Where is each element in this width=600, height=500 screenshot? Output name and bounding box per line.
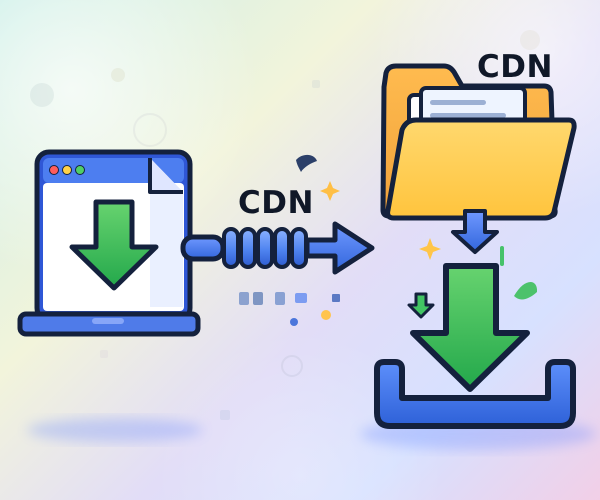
- transfer-arrow-icon: [304, 221, 375, 275]
- browser-dot-yellow-icon: [62, 165, 72, 175]
- link-cdn-label: CDN: [238, 185, 314, 221]
- document-line-1: [430, 100, 486, 105]
- laptop-trackpad: [92, 318, 124, 324]
- mini-doc-icon-1: [239, 292, 249, 305]
- document-side-panel: [150, 158, 183, 307]
- browser-dot-red-icon: [49, 165, 59, 175]
- decor-circle-1: [30, 83, 54, 107]
- decor-square-3: [312, 80, 320, 88]
- coil-ring-1: [222, 227, 240, 269]
- floating-mini-icons: [239, 154, 340, 326]
- small-green-arrow-icon: [407, 292, 435, 319]
- leaf-icon: [514, 281, 538, 300]
- left-laptop-group: [17, 149, 201, 337]
- document-fold-icon: [148, 158, 183, 194]
- mini-doc-icon-2: [253, 292, 263, 305]
- coil-ring-5: [290, 227, 308, 269]
- mini-gold-dot-icon: [321, 310, 331, 320]
- green-dash-icon: [500, 246, 504, 266]
- mini-square-icon: [332, 294, 340, 302]
- left-download-arrow-icon: [69, 199, 159, 291]
- mini-image-icon: [295, 293, 307, 303]
- download-tray-icon: [374, 359, 576, 429]
- decor-square-2: [100, 350, 108, 358]
- document-line-2: [430, 113, 506, 118]
- folder-cdn-label: CDN: [477, 49, 553, 85]
- sparkle-icon: [419, 238, 441, 260]
- small-blue-down-arrow-icon: [451, 209, 499, 254]
- coil-ring-3: [256, 227, 274, 269]
- folder-front-icon: [385, 117, 577, 221]
- decor-ring-2: [281, 355, 303, 377]
- decor-square-1: [220, 410, 230, 420]
- background-decor: [30, 30, 540, 420]
- left-shadow: [27, 418, 203, 442]
- big-download-arrow-icon: [410, 263, 530, 392]
- coil-ring-4: [273, 227, 291, 269]
- mini-dot-icon: [290, 318, 298, 326]
- decor-ring-1: [133, 113, 167, 147]
- connector-pipe: [180, 234, 226, 262]
- transfer-connector-group: [180, 221, 375, 275]
- decor-circle-2: [111, 68, 125, 82]
- mini-doc-icon-3: [275, 292, 285, 305]
- browser-dot-green-icon: [75, 165, 85, 175]
- mini-swirl-icon: [296, 154, 317, 172]
- decor-circle-3: [520, 30, 540, 50]
- folder-group: [380, 63, 577, 221]
- mini-star-icon: [320, 181, 340, 201]
- coil-ring-2: [239, 227, 257, 269]
